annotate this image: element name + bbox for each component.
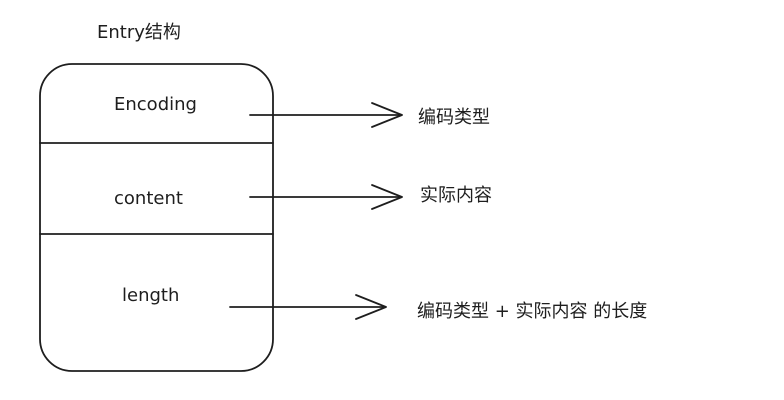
entry-box <box>39 63 274 372</box>
field-label-length: length <box>122 285 179 306</box>
field-description-content: 实际内容 <box>420 185 492 206</box>
arrow-content <box>249 184 403 210</box>
field-label-content: content <box>114 188 183 209</box>
field-label-encoding: Encoding <box>114 94 197 115</box>
field-description-encoding: 编码类型 <box>418 107 490 128</box>
field-description-length: 编码类型 + 实际内容 的长度 <box>417 301 647 322</box>
diagram-title: Entry结构 <box>97 22 181 43</box>
arrow-length <box>229 294 387 320</box>
arrow-encoding <box>249 102 403 128</box>
